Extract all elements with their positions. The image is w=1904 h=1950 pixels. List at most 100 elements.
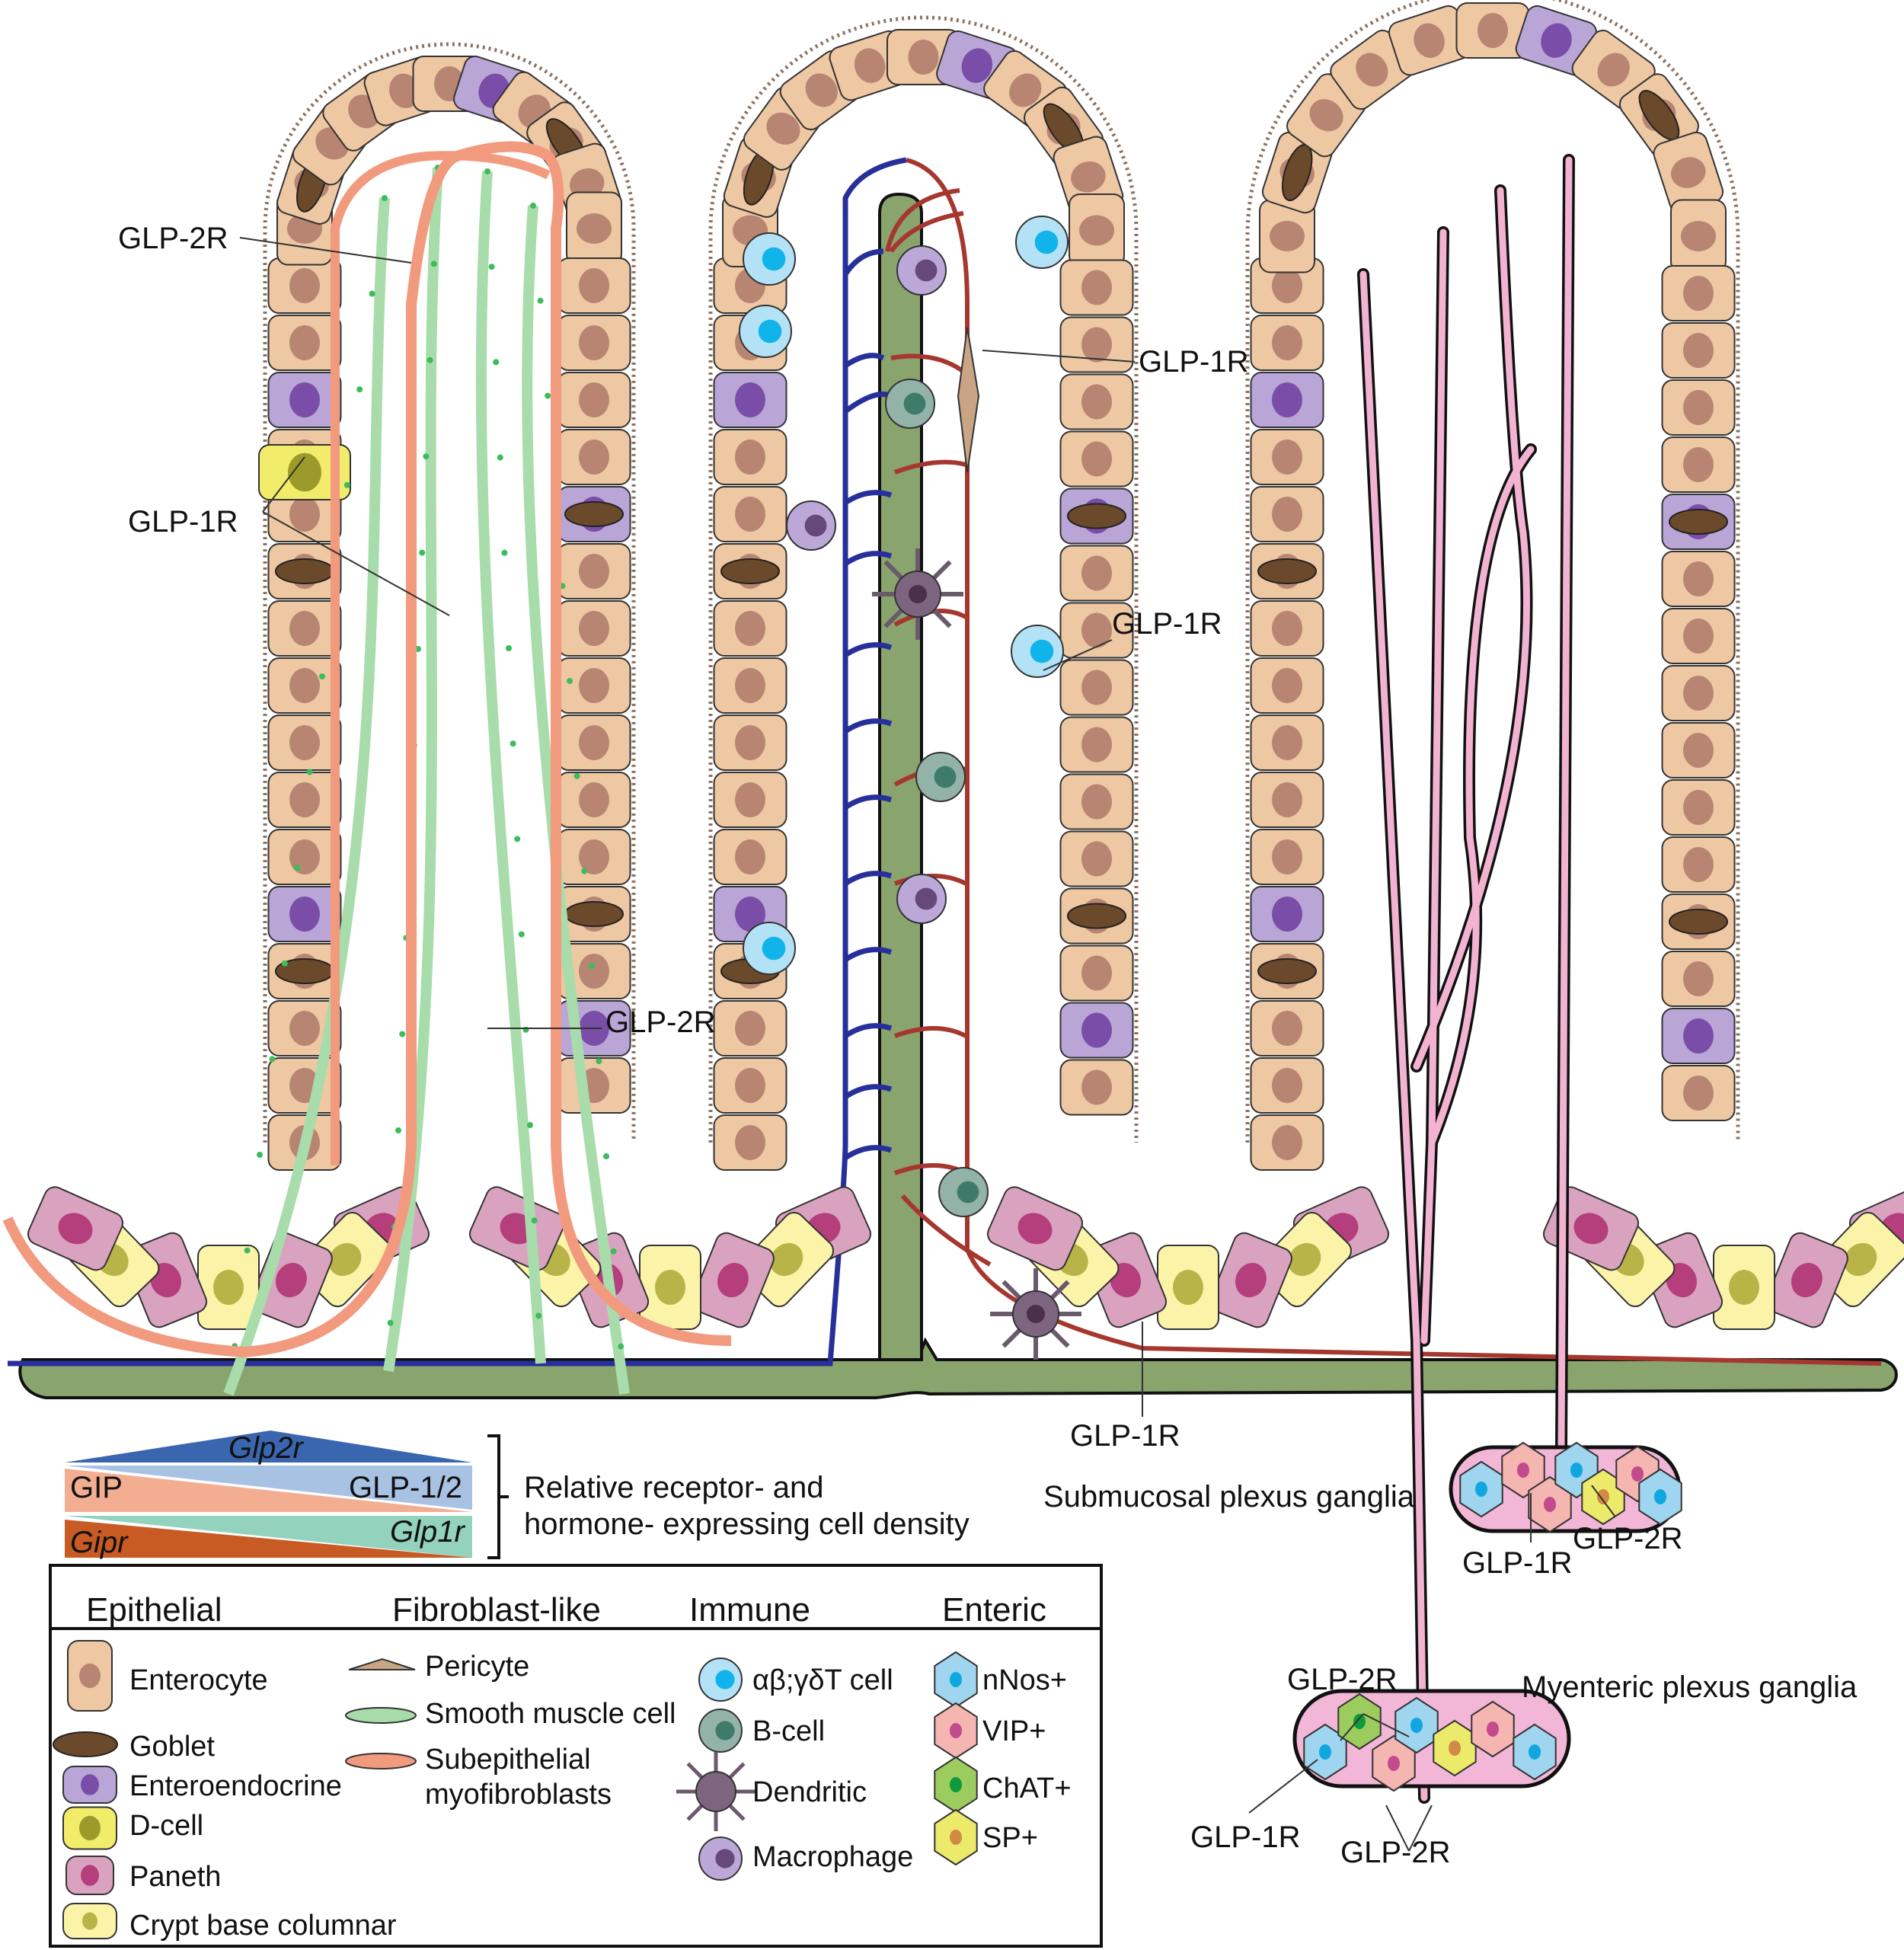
t-cell — [1015, 216, 1069, 269]
macrophage — [896, 245, 947, 296]
label-submucosal-ganglia: Submucosal plexus ganglia — [1043, 1480, 1415, 1514]
vein-network — [8, 157, 907, 1367]
enterocyte-nucleus — [1681, 221, 1716, 251]
enterocyte-icon-nucleus — [79, 1663, 101, 1689]
enterocyte — [1059, 1059, 1134, 1116]
ganglion-neuron-nucleus — [1449, 1741, 1461, 1756]
enterocyte — [267, 600, 342, 657]
enterocyte-nucleus — [1683, 1076, 1714, 1111]
legend-cbc: Crypt base columnar — [129, 1910, 397, 1942]
ganglion-neuron-nucleus — [1597, 1489, 1609, 1504]
enterocyte-nucleus — [1081, 441, 1112, 477]
gradient-label-glp12: GLP-1/2 — [349, 1471, 462, 1504]
enterocyte-nucleus — [1671, 157, 1706, 188]
enterocyte — [713, 1057, 787, 1114]
t-cell — [743, 922, 796, 975]
legend-header-enteric: Enteric — [942, 1591, 1046, 1629]
enterocyte-nucleus — [1272, 1125, 1302, 1160]
gradient-glp1r — [65, 1516, 472, 1558]
enterocyte — [267, 772, 342, 828]
enterocyte-nucleus — [1071, 161, 1106, 193]
enterocyte-nucleus — [289, 1011, 320, 1046]
smooth-muscle-nucleus — [493, 359, 500, 366]
sp-icon-nucleus — [950, 1830, 962, 1845]
pericyte-icon — [348, 1658, 416, 1670]
crypt-base-columnar-cell — [639, 1245, 701, 1330]
ganglion-neuron-nucleus — [1529, 1744, 1541, 1760]
enterocyte — [1059, 945, 1134, 1002]
enterocyte — [713, 714, 787, 771]
enterocyte — [557, 315, 631, 371]
enterocyte-nucleus — [1081, 612, 1112, 648]
label-glp2r-villus-top: GLP-2R — [118, 222, 228, 255]
enterocyte — [557, 943, 631, 999]
d-cell-nucleus — [288, 452, 321, 492]
label-glp2r-villus-bottom: GLP-2R — [605, 1005, 716, 1039]
myofibroblast-icon — [345, 1753, 417, 1769]
enterocyte-nucleus — [1081, 384, 1112, 420]
legend-icons — [53, 1640, 978, 1939]
enterocyte — [1250, 772, 1324, 828]
dendritic-icon — [676, 1752, 756, 1831]
enterocyte-nucleus — [1081, 327, 1112, 363]
smooth-muscle-nucleus — [306, 769, 313, 775]
enterocyte — [267, 714, 342, 771]
chat-icon-nucleus — [950, 1777, 962, 1792]
b-cell — [885, 379, 935, 429]
smooth-muscle-nucleus — [399, 1031, 406, 1037]
paneth-cell — [1209, 1232, 1292, 1328]
enterocyte-nucleus — [579, 440, 609, 475]
enterocyte-nucleus — [1597, 53, 1630, 87]
nerve-fibers — [1357, 154, 1575, 1804]
enterocyte-nucleus — [1081, 955, 1112, 991]
crypt-base-columnar-cell-nucleus — [655, 1270, 685, 1305]
enteroendocrine-cell — [713, 372, 787, 428]
enterocyte-nucleus — [735, 1011, 765, 1046]
label-myenteric-ganglia: Myenteric plexus ganglia — [1522, 1670, 1858, 1704]
crypt-base-columnar-cell-nucleus — [770, 1242, 803, 1277]
enterocyte-nucleus — [1272, 325, 1302, 360]
enterocyte-nucleus — [735, 725, 765, 760]
smooth-muscle-strand — [475, 171, 546, 1364]
enterocyte-nucleus — [577, 213, 612, 244]
smooth-muscle-nucleus — [319, 673, 325, 679]
gradient-glp2r — [65, 1431, 472, 1462]
enterocyte-nucleus — [1683, 561, 1714, 596]
smooth-muscle-nucleus — [269, 1056, 276, 1063]
t-cell-nucleus — [762, 936, 786, 961]
macrophage-icon — [698, 1837, 743, 1881]
villi-epithelium — [27, 0, 1904, 1330]
enterocyte — [267, 657, 342, 714]
smooth-muscle-nucleus — [510, 740, 516, 747]
enteroendocrine-cell-nucleus — [1683, 1018, 1714, 1053]
smooth-muscle-nucleus — [244, 1247, 251, 1254]
myofibroblast-sheath-inner — [331, 151, 551, 1165]
gradient-label-gip: GIP — [70, 1471, 123, 1504]
enteroendocrine-cell — [267, 372, 342, 428]
enterocyte — [1059, 316, 1134, 373]
enterocyte — [1250, 1000, 1324, 1057]
enterocyte — [1661, 779, 1736, 836]
gradient-glp12 — [65, 1466, 472, 1510]
gradient-label-gipr: Gipr — [70, 1526, 129, 1559]
enterocyte — [713, 600, 787, 657]
goblet-cell — [564, 901, 624, 927]
annotation-lines — [239, 237, 1615, 1852]
legend-myofibroblasts: myofibroblasts — [425, 1779, 612, 1811]
brush-border — [1245, 0, 1740, 1143]
macrophage — [896, 874, 947, 924]
enterocyte — [1059, 259, 1134, 316]
paneth-cell-nucleus — [1791, 1262, 1823, 1298]
smooth-muscle-nucleus — [387, 1319, 394, 1326]
t-cell-nucleus — [1034, 230, 1059, 254]
smooth-muscle-nucleus — [567, 678, 573, 684]
enteroendocrine-cell-nucleus — [735, 382, 765, 417]
ganglion-neuron-nucleus — [1517, 1462, 1529, 1478]
enterocyte — [1059, 545, 1134, 602]
paneth-cell — [1765, 1232, 1848, 1328]
enteroendocrine-cell — [1515, 5, 1598, 76]
crypt-base-columnar-cell-nucleus — [328, 1242, 362, 1277]
enterocyte — [267, 315, 342, 371]
enteroendocrine-icon — [62, 1766, 117, 1804]
enterocyte — [267, 257, 342, 314]
